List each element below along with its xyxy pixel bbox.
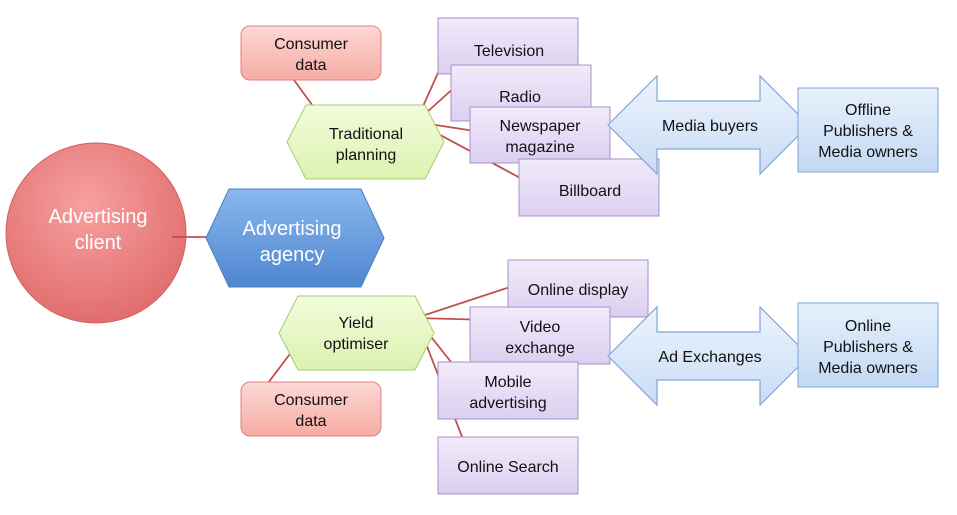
advertising-client-node: Advertising client <box>5 142 187 324</box>
billboard-label: Billboard <box>559 183 621 200</box>
online-search-label: Online Search <box>457 459 558 476</box>
label-line: Online <box>845 318 891 335</box>
newspaper-magazine-label: Newspaper magazine <box>500 118 582 156</box>
mobile-advertising-label: Mobile advertising <box>469 374 546 412</box>
label-line: client <box>75 232 122 254</box>
online-media-stack: Online display Video exchange Mobile adver… <box>437 259 649 495</box>
label-line: optimiser <box>324 336 390 353</box>
television-label: Television <box>474 43 544 60</box>
yield-optimiser-label: Yield optimiser <box>324 315 390 353</box>
label-line: Ad Exchanges <box>658 349 761 366</box>
advertising-agency-node: Advertising agency <box>205 188 385 288</box>
label-line: Radio <box>499 89 541 106</box>
online-display-label: Online display <box>528 282 629 299</box>
consumer-data-top-node: Consumer data <box>240 25 382 81</box>
label-line: Media buyers <box>662 118 758 135</box>
label-line: Consumer <box>274 392 348 409</box>
label-line: Media owners <box>818 360 918 377</box>
radio-label: Radio <box>499 89 541 106</box>
label-line: Publishers & <box>823 339 913 356</box>
traditional-planning-node: Traditional planning <box>286 104 445 180</box>
label-line: data <box>295 57 326 74</box>
label-line: Publishers & <box>823 123 913 140</box>
ad-exchanges-label: Ad Exchanges <box>658 349 761 366</box>
online-search-node: Online Search <box>437 436 579 495</box>
label-line: Television <box>474 43 544 60</box>
label-line: Advertising <box>243 218 342 240</box>
offline-media-stack: Television Radio Newspaper magazine Billb… <box>437 17 660 217</box>
label-line: Yield <box>339 315 374 332</box>
newspaper-magazine-node: Newspaper magazine <box>469 106 611 164</box>
ad-exchanges-arrow: Ad Exchanges <box>607 305 810 407</box>
label-line: Online Search <box>457 459 558 476</box>
consumer-data-bottom-node: Consumer data <box>240 381 382 437</box>
label-line: Traditional <box>329 126 403 143</box>
mobile-advertising-node: Mobile advertising <box>437 361 579 420</box>
advertising-client-label: Advertising client <box>49 206 148 254</box>
connector-yield-online-display <box>415 281 526 319</box>
billboard-node: Billboard <box>518 158 660 217</box>
media-buyers-label: Media buyers <box>662 118 758 135</box>
label-line: Billboard <box>559 183 621 200</box>
label-line: data <box>295 413 326 430</box>
label-line: Mobile <box>484 374 531 391</box>
label-line: planning <box>336 147 397 164</box>
label-line: Video <box>520 319 561 336</box>
label-line: Consumer <box>274 36 348 53</box>
label-line: Newspaper <box>500 118 582 135</box>
label-line: Advertising <box>49 206 148 228</box>
video-exchange-node: Video exchange <box>469 306 611 365</box>
label-line: Offline <box>845 102 891 119</box>
label-line: Media owners <box>818 144 918 161</box>
consumer-data-top-label: Consumer data <box>274 36 348 74</box>
label-line: agency <box>260 244 325 266</box>
label-line: advertising <box>469 395 546 412</box>
consumer-data-bottom-label: Consumer data <box>274 392 348 430</box>
yield-optimiser-node: Yield optimiser <box>278 295 435 371</box>
label-line: magazine <box>505 139 574 156</box>
label-line: exchange <box>505 340 574 357</box>
advertising-agency-label: Advertising agency <box>243 218 342 266</box>
video-exchange-label: Video exchange <box>505 319 574 357</box>
traditional-planning-label: Traditional planning <box>329 126 403 164</box>
label-line: Online display <box>528 282 629 299</box>
